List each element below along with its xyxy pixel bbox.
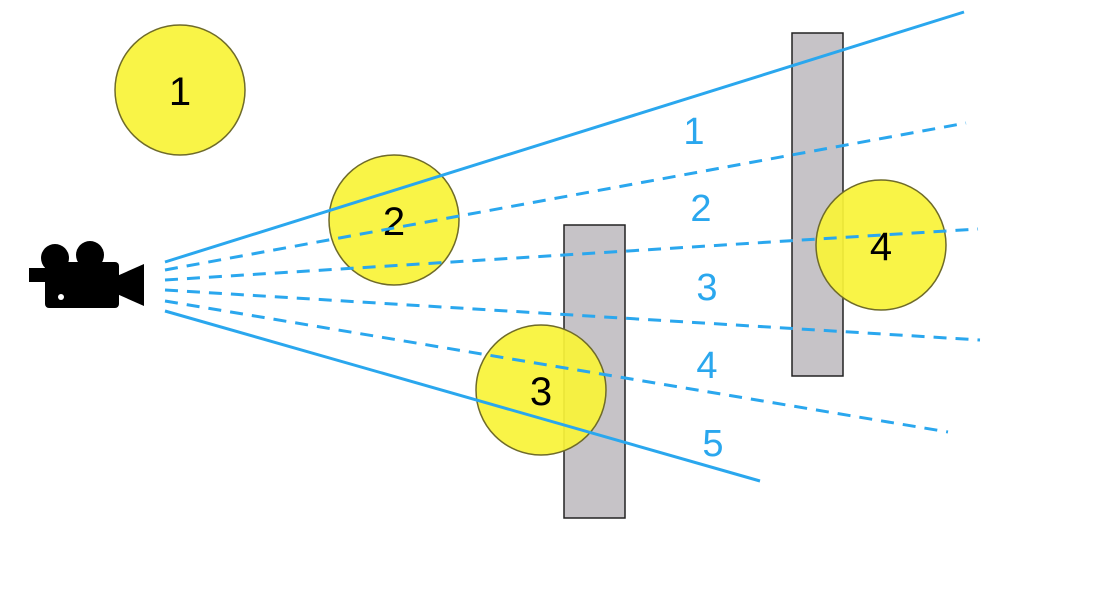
camera-lens [117, 264, 144, 306]
ray-labels: 1 2 3 4 5 [683, 111, 723, 465]
ray-fan [164, 10, 981, 483]
sample-ray-3 [164, 288, 981, 342]
circle-label: 2 [383, 200, 405, 244]
circle-object-1: 1 [114, 24, 246, 156]
circle-label: 4 [870, 225, 892, 269]
ray-label-2: 2 [690, 188, 711, 230]
circle-label: 3 [530, 370, 552, 414]
circle-object-2: 2 [328, 154, 460, 286]
circle-shape [815, 179, 947, 311]
camera-body [45, 262, 119, 308]
ray-label-3: 3 [696, 267, 717, 309]
ray-label-1: 1 [683, 111, 704, 153]
circle-label: 1 [169, 70, 191, 114]
circle-object-4: 4 [815, 179, 947, 311]
circle-shape [475, 324, 607, 456]
camera-grip [29, 268, 49, 282]
sample-ray-4 [164, 299, 949, 434]
boundary-ray-top [164, 10, 965, 264]
circle-object-3: 3 [475, 324, 607, 456]
boundary-ray-bottom [164, 309, 761, 483]
sample-ray-2 [164, 227, 979, 282]
ray-label-4: 4 [696, 345, 717, 387]
sample-ray-1 [164, 121, 967, 272]
ray-label-5: 5 [702, 423, 723, 465]
video-camera-icon [29, 241, 144, 308]
circle-shape [328, 154, 460, 286]
circle-shape [114, 24, 246, 156]
camera-indicator [58, 294, 64, 300]
